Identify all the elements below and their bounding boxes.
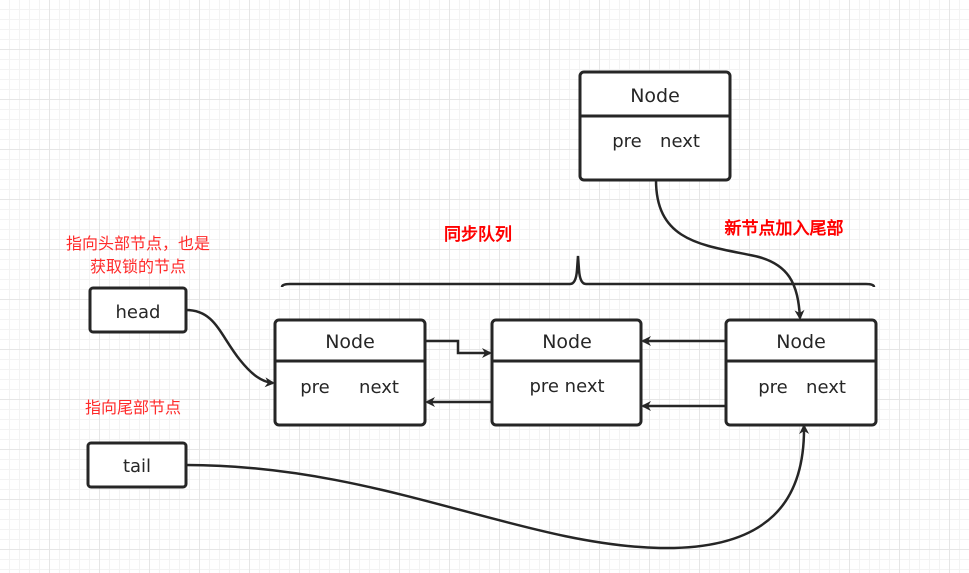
append-description: 新节点加入尾部 bbox=[725, 218, 844, 239]
tail-pointer-label: tail bbox=[123, 456, 151, 477]
queue-node-1-next-field: next bbox=[359, 377, 399, 398]
head-description-line-2: 获取锁的节点 bbox=[90, 257, 186, 276]
queue-node-2-fields: pre next bbox=[529, 376, 604, 397]
queue-brace bbox=[280, 255, 876, 288]
queue-title: 同步队列 bbox=[444, 224, 512, 245]
new-node-next-field: next bbox=[660, 131, 700, 152]
tail-description: 指向尾部节点 bbox=[85, 398, 181, 417]
tail-pointer: tail bbox=[86, 441, 188, 489]
queue-node-2: Node pre next bbox=[490, 318, 643, 427]
head-description-line-1: 指向头部节点，也是 bbox=[66, 234, 210, 253]
head-to-node-1-arrow bbox=[185, 308, 275, 388]
queue-node-3-pre-field: pre bbox=[758, 377, 788, 398]
new-node-pre-field: pre bbox=[612, 131, 642, 152]
queue-node-3: Node pre next bbox=[724, 318, 878, 427]
tail-to-node-3-arrow bbox=[185, 424, 810, 550]
new-node-title: Node bbox=[630, 85, 680, 107]
queue-node-2-title: Node bbox=[542, 331, 592, 353]
queue-node-1-title: Node bbox=[325, 331, 375, 353]
head-pointer: head bbox=[88, 286, 188, 334]
queue-node-1-pre-field: pre bbox=[300, 377, 330, 398]
new-node-to-tail-arrow bbox=[654, 179, 805, 320]
queue-node-3-next-field: next bbox=[806, 377, 846, 398]
new-node: Node pre next bbox=[578, 70, 732, 182]
queue-node-3-title: Node bbox=[776, 331, 826, 353]
queue-node-1: Node pre next bbox=[273, 318, 427, 427]
head-pointer-label: head bbox=[116, 302, 161, 323]
node-1-to-node-2-arrow bbox=[425, 339, 492, 358]
